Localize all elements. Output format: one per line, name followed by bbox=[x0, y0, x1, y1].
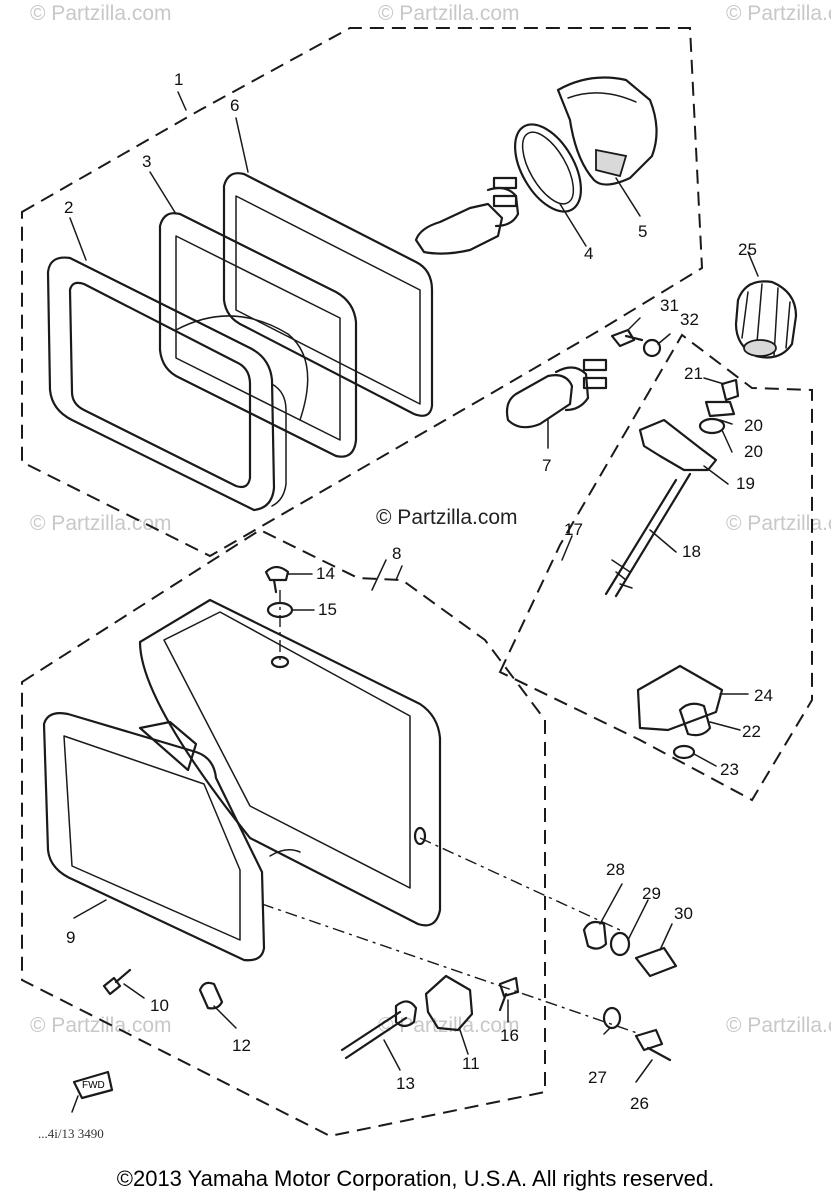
callout-17: 17 bbox=[564, 520, 583, 539]
callout-30: 30 bbox=[674, 904, 693, 923]
center-watermark: © Partzilla.com bbox=[376, 506, 518, 529]
callout-20: 20 bbox=[744, 416, 763, 435]
headlight-housing bbox=[138, 598, 442, 927]
adjusting-screw bbox=[604, 472, 692, 598]
watermark: © Partzilla.com bbox=[378, 2, 520, 25]
callout-18: 18 bbox=[682, 542, 701, 561]
callout-24: 24 bbox=[754, 686, 773, 705]
callout-3: 3 bbox=[142, 152, 152, 171]
assembly-line bbox=[419, 837, 621, 931]
callout-6: 6 bbox=[230, 96, 240, 115]
watermark: © Partzilla.com bbox=[30, 512, 172, 535]
bolt-26 bbox=[634, 1028, 672, 1062]
lens-unit bbox=[158, 212, 358, 458]
drawing-code: ...4i/13 3490 bbox=[38, 1126, 104, 1141]
callout-28: 28 bbox=[606, 860, 625, 879]
assembly-line bbox=[261, 903, 641, 1035]
bracket-11 bbox=[424, 974, 474, 1032]
callout-11: 11 bbox=[462, 1054, 480, 1073]
headlight-rim bbox=[46, 256, 287, 512]
group-8-outline bbox=[21, 528, 546, 1138]
bracket-24 bbox=[636, 664, 724, 732]
callout-15: 15 bbox=[318, 600, 337, 619]
watermark: © Partzilla.com bbox=[30, 2, 172, 25]
bracket-19 bbox=[638, 418, 718, 472]
watermark: © Partzilla.com bbox=[726, 1014, 831, 1037]
callout-16: 16 bbox=[500, 1026, 519, 1045]
callout-5: 5 bbox=[638, 222, 648, 241]
callout-22: 22 bbox=[742, 722, 761, 741]
screw-31 bbox=[610, 328, 644, 348]
housing-trim bbox=[42, 712, 266, 962]
callout-27: 27 bbox=[588, 1068, 607, 1087]
callout-32: 32 bbox=[680, 310, 699, 329]
copyright-footer: ©2013 Yamaha Motor Corporation, U.S.A. A… bbox=[116, 1166, 715, 1191]
spacer-28 bbox=[582, 920, 608, 950]
washer-27 bbox=[602, 1006, 622, 1030]
callout-7: 7 bbox=[542, 456, 552, 475]
callout-1: 1 bbox=[174, 70, 184, 89]
screw-14 bbox=[264, 565, 290, 594]
group-1-outline bbox=[21, 27, 704, 558]
callout-25: 25 bbox=[738, 240, 757, 259]
callout-2: 2 bbox=[64, 198, 74, 217]
screw-10 bbox=[102, 968, 132, 996]
callout-21: 21 bbox=[684, 364, 703, 383]
fwd-arrow: FWD bbox=[71, 1070, 114, 1113]
callout-13: 13 bbox=[396, 1074, 415, 1093]
headlight-bulb bbox=[414, 176, 520, 255]
callout-20b: 20 bbox=[744, 442, 763, 461]
screw-21 bbox=[720, 378, 740, 402]
callout-23: 23 bbox=[720, 760, 739, 779]
callout-14: 14 bbox=[316, 564, 335, 583]
washer-29 bbox=[609, 931, 631, 957]
watermark: © Partzilla.com bbox=[30, 1014, 172, 1037]
group-17-outline bbox=[498, 333, 813, 802]
fwd-label: FWD bbox=[82, 1080, 105, 1091]
watermark: © Partzilla.com bbox=[726, 512, 831, 535]
screw-16 bbox=[498, 976, 520, 1012]
adjuster-knob bbox=[734, 280, 798, 359]
callout-9: 9 bbox=[66, 928, 76, 947]
bolt-13-head bbox=[394, 1000, 418, 1028]
washer-20 bbox=[704, 400, 736, 418]
grommet-12 bbox=[198, 981, 224, 1010]
bulb-retaining-ring bbox=[513, 123, 583, 213]
bulb-cover bbox=[556, 76, 658, 186]
callout-10: 10 bbox=[150, 996, 169, 1015]
callout-12: 12 bbox=[232, 1036, 251, 1055]
bolt-30 bbox=[634, 946, 678, 978]
callout-29: 29 bbox=[642, 884, 661, 903]
bulb-small bbox=[505, 358, 608, 429]
callout-19: 19 bbox=[736, 474, 755, 493]
gasket bbox=[222, 172, 434, 417]
watermark: © Partzilla.com bbox=[726, 2, 831, 25]
washer-20b bbox=[698, 417, 726, 435]
callout-26: 26 bbox=[630, 1094, 649, 1113]
nut-32 bbox=[642, 338, 662, 358]
callout-31: 31 bbox=[660, 296, 679, 315]
bolt-13 bbox=[340, 1010, 408, 1060]
leader-lines bbox=[69, 91, 759, 1083]
washer-23 bbox=[672, 744, 696, 760]
nut-22 bbox=[678, 702, 712, 737]
callout-8: 8 bbox=[392, 544, 402, 563]
callout-4: 4 bbox=[584, 244, 594, 263]
